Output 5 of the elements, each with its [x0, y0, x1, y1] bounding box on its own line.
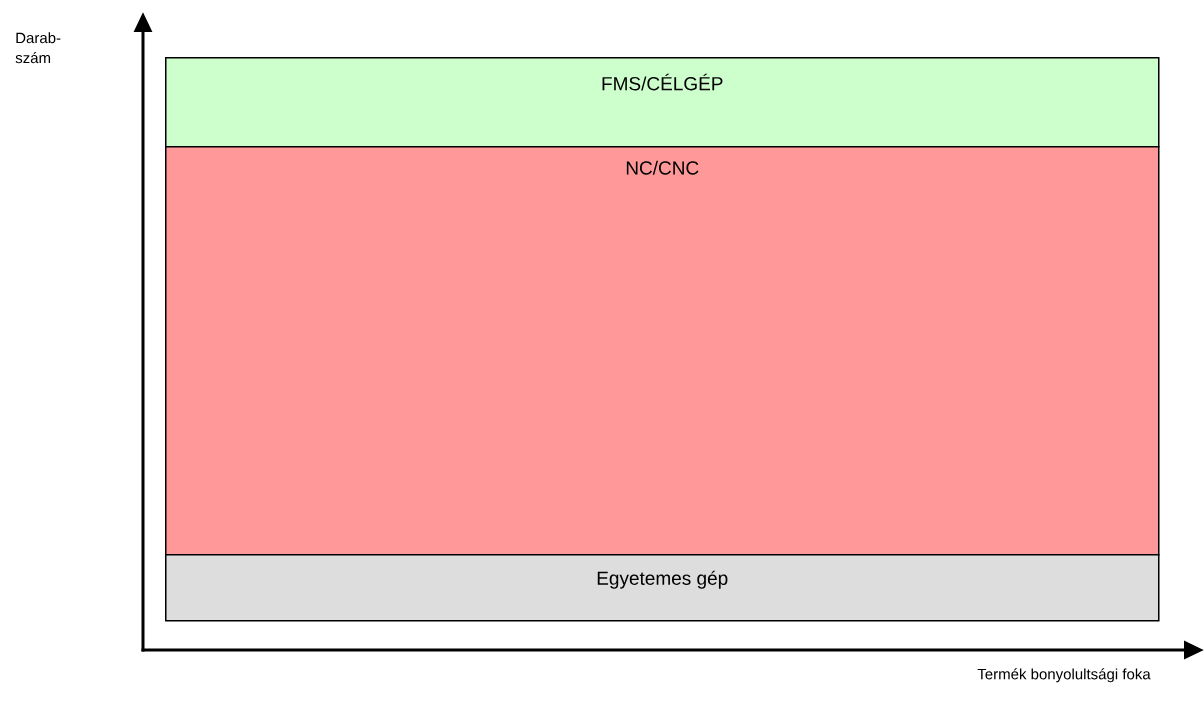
band-box: NC/CNC [165, 146, 1160, 556]
axis-label: Termék bonyolultsági foka [977, 668, 1151, 683]
band-box: Egyetemes gép [165, 554, 1160, 622]
axis-label: Darab- szám [15, 32, 61, 64]
band-box: FMS/CÉLGÉP [165, 57, 1160, 148]
